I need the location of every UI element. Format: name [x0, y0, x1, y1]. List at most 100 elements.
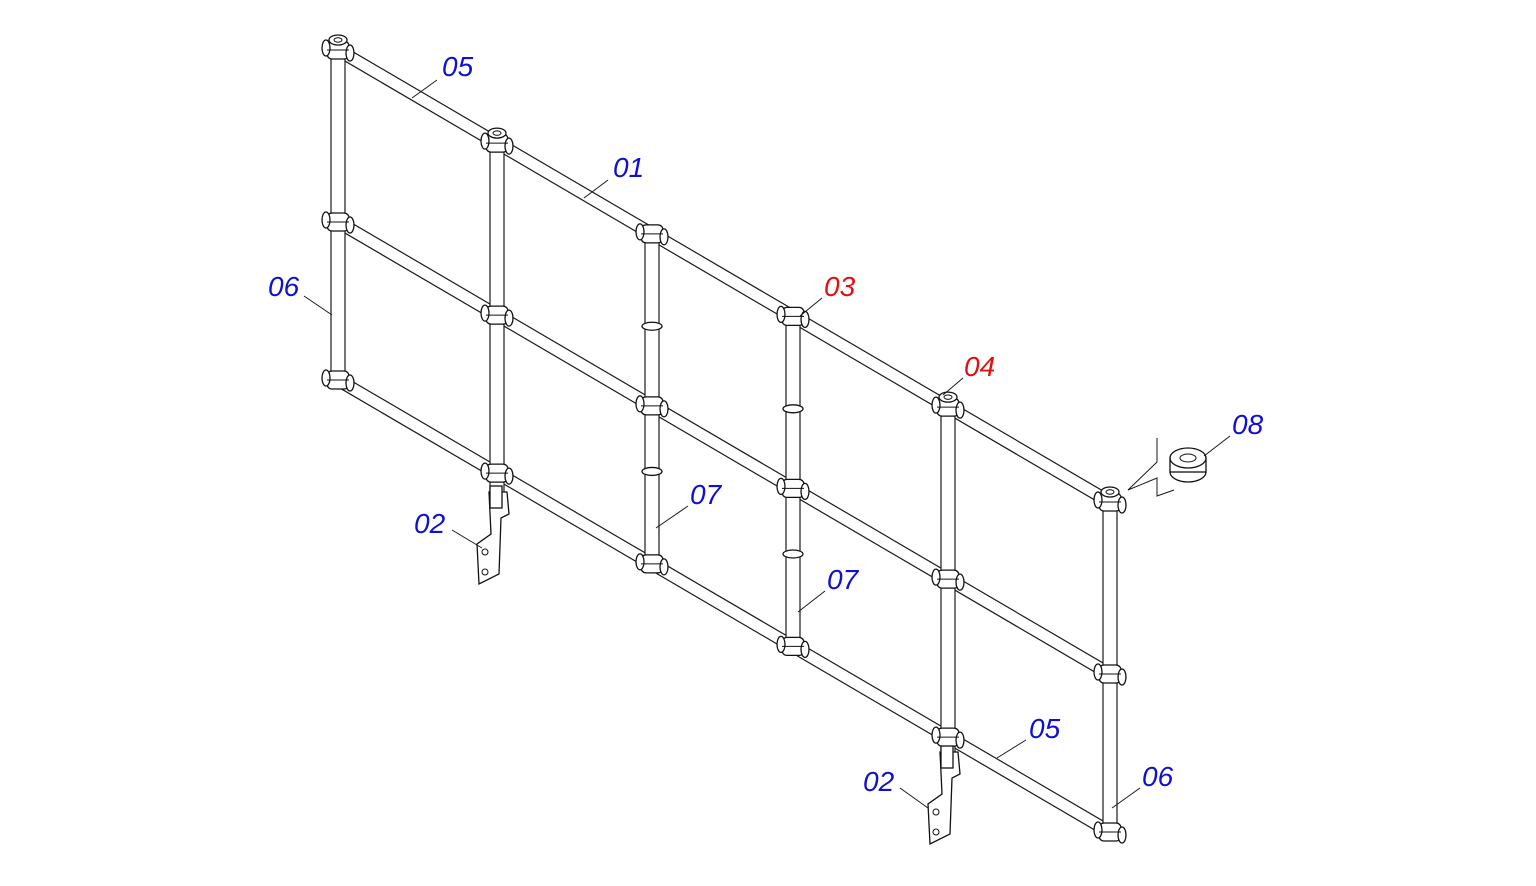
fitting-intermediate-post-1-top-rail-collar-left	[635, 223, 645, 241]
fitting-post-1-bottom-rail-collar-right	[504, 467, 514, 485]
fitting-end-post-left-bottom-rail	[321, 369, 355, 392]
fitting-layer	[321, 34, 1127, 844]
fitting-end-post-left-bottom-rail-collar-right	[345, 374, 355, 392]
fitting-post-1-top-rail-cap-hole	[492, 130, 502, 136]
bracket-layer	[476, 485, 961, 846]
callout-01-label: 01	[613, 152, 644, 183]
fitting-end-post-right-mid-rail-collar-right	[1117, 668, 1127, 686]
callout-02-left-leader	[451, 529, 483, 549]
fitting-post-1-top-rail-collar-right	[504, 137, 514, 155]
fitting-post-2-top-rail-cap-hole	[943, 394, 953, 400]
fitting-post-2-top-rail	[931, 391, 965, 419]
fitting-intermediate-post-2-bottom-rail-collar-left	[776, 635, 786, 654]
fitting-post-1-top-rail	[480, 127, 514, 155]
fitting-post-1-mid-rail-collar-right	[504, 309, 514, 327]
end-cap-top	[1169, 447, 1207, 469]
fitting-post-2-bottom-rail-collar-left	[931, 726, 941, 744]
fitting-end-post-left-top-rail	[321, 34, 355, 62]
fitting-intermediate-post-2-mid-rail-collar-left	[776, 477, 786, 496]
fitting-intermediate-post-1-bottom-rail-collar-left	[635, 553, 645, 571]
base-bracket-right-hole-2	[932, 828, 940, 836]
callout-04-label: 04	[964, 351, 995, 382]
fitting-post-2-bottom-rail-collar-right	[955, 731, 965, 749]
clamp-ring-intermediate-post-2-1	[782, 549, 804, 559]
base-bracket-left-hole-1	[481, 548, 489, 556]
fitting-post-2-top-rail-collar-left	[931, 396, 941, 414]
end-cap-detail	[1127, 438, 1207, 497]
clamp-ring-intermediate-post-2-0	[782, 404, 804, 414]
fitting-intermediate-post-1-top-rail	[635, 223, 669, 246]
leader-line-layer	[303, 79, 1231, 809]
fitting-intermediate-post-2-bottom-rail-collar-right	[800, 640, 810, 659]
fitting-post-2-top-rail-collar-right	[955, 401, 965, 419]
base-bracket-right-hole-1	[932, 808, 940, 816]
fitting-end-post-right-top-rail-cap	[1100, 486, 1120, 498]
fitting-intermediate-post-1-mid-rail	[635, 395, 669, 418]
callout-08-label: 08	[1232, 409, 1264, 440]
break-line-symbol	[1127, 438, 1175, 497]
callout-08-leader	[1203, 435, 1231, 457]
callout-02-right-leader	[899, 787, 929, 809]
callout-05-bottom-label: 05	[1029, 713, 1061, 744]
base-bracket-left	[476, 485, 510, 586]
fitting-end-post-right-mid-rail-collar-left	[1093, 663, 1103, 681]
callout-01-leader	[583, 179, 609, 199]
fitting-end-post-left-bottom-rail-collar-left	[321, 369, 331, 387]
fitting-end-post-right-bottom-rail-collar-right	[1117, 826, 1127, 844]
fitting-end-post-left-mid-rail-collar-right	[345, 216, 355, 234]
callout-07-upper-label: 07	[690, 479, 723, 510]
callout-05-bottom-leader	[996, 739, 1027, 759]
fitting-end-post-left-top-rail-cap	[328, 34, 348, 46]
base-bracket-right-socket	[940, 745, 954, 769]
callout-03-label: 03	[824, 271, 856, 302]
callout-05-top-leader	[411, 79, 438, 99]
callout-05-top-label: 05	[442, 51, 474, 82]
callout-07-lower-leader	[797, 590, 826, 613]
fitting-end-post-right-bottom-rail	[1093, 821, 1127, 844]
fitting-end-post-right-top-rail-collar-left	[1093, 491, 1103, 509]
fitting-end-post-left-top-rail-cap-hole	[333, 37, 343, 43]
end-cap-08	[1127, 438, 1207, 497]
fitting-post-1-bottom-rail	[480, 462, 514, 485]
clamp-ring-intermediate-post-1-0	[641, 321, 663, 331]
fitting-post-1-bottom-rail-collar-left	[480, 462, 490, 480]
callout-07-upper-leader	[655, 505, 689, 529]
fitting-end-post-left-mid-rail	[321, 211, 355, 234]
callout-06-left-leader	[303, 295, 333, 316]
fitting-post-2-top-rail-cap	[938, 391, 958, 403]
callout-06-right-label: 06	[1142, 761, 1174, 792]
clamp-ring-intermediate-post-1-1	[641, 466, 663, 477]
fitting-intermediate-post-1-bottom-rail	[635, 553, 669, 576]
fitting-intermediate-post-1-bottom-rail-collar-right	[659, 558, 669, 576]
fitting-intermediate-post-1-mid-rail-collar-left	[635, 395, 645, 413]
callout-06-left-label: 06	[268, 271, 300, 302]
fitting-intermediate-post-2-mid-rail	[776, 477, 810, 501]
tube-layer	[330, 44, 1118, 838]
end-cap-hole	[1179, 453, 1197, 463]
fitting-end-post-left-top-rail-collar-left	[321, 39, 331, 57]
base-bracket-right-plate	[927, 751, 961, 846]
fitting-end-post-left-mid-rail-collar-left	[321, 211, 331, 229]
fitting-end-post-left-top-rail-collar-right	[345, 44, 355, 62]
fitting-intermediate-post-2-mid-rail-collar-right	[800, 482, 810, 501]
fitting-post-2-mid-rail-collar-right	[955, 573, 965, 591]
callout-02-right-label: 02	[863, 766, 895, 797]
callout-06-right-leader	[1111, 787, 1141, 809]
callout-02-left-label: 02	[414, 508, 446, 539]
fitting-post-2-mid-rail-collar-left	[931, 568, 941, 586]
fitting-post-2-bottom-rail	[931, 726, 965, 749]
fitting-post-1-top-rail-cap	[487, 127, 507, 139]
callout-04-leader	[942, 377, 964, 396]
fitting-intermediate-post-2-top-rail	[776, 305, 810, 329]
fitting-end-post-right-top-rail-collar-right	[1117, 496, 1127, 514]
base-bracket-left-hole-2	[481, 568, 489, 576]
callout-03-leader	[799, 297, 823, 317]
fitting-intermediate-post-2-bottom-rail	[776, 635, 810, 659]
fitting-post-1-mid-rail	[480, 304, 514, 327]
base-bracket-left-plate	[476, 491, 510, 586]
fitting-end-post-right-bottom-rail-collar-left	[1093, 821, 1103, 839]
fitting-end-post-right-top-rail	[1093, 486, 1127, 514]
base-bracket-right	[927, 745, 961, 846]
